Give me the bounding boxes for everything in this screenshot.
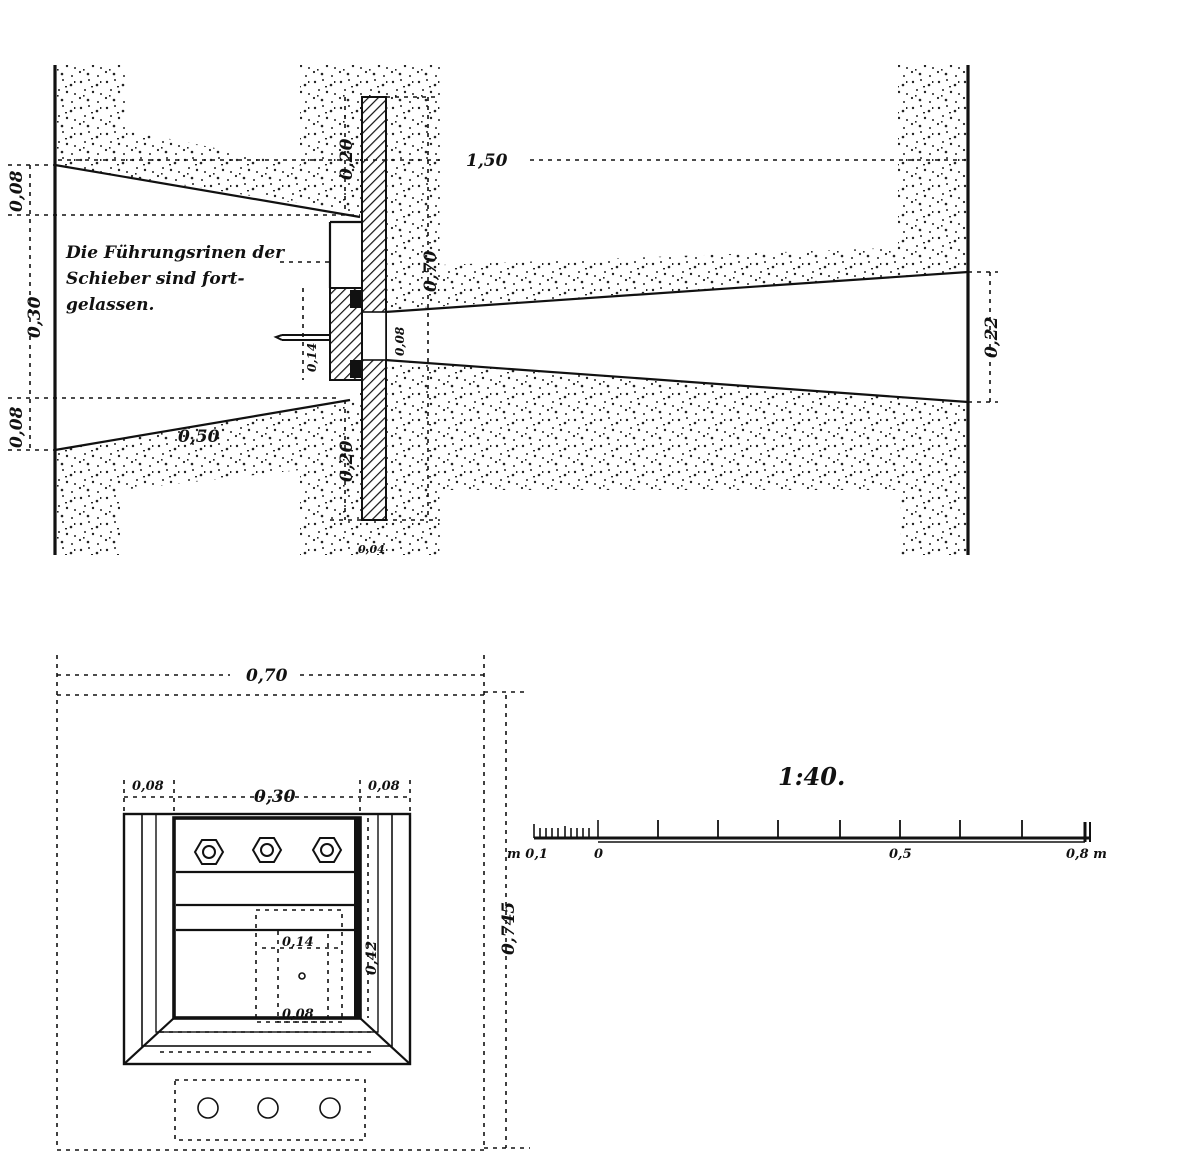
bottom-bolt-icon [197, 1097, 219, 1119]
handle-pin [273, 334, 330, 341]
elevation-view: 1,50 0,08 0,30 0,08 0,50 0,20 0,70 0,20 … [7, 65, 1002, 556]
dim-total-length: 1,50 [466, 151, 508, 171]
lower-taper-line [54, 398, 351, 452]
bevel-br [359, 1017, 411, 1065]
bottom-bolt-icon [257, 1097, 279, 1119]
inner-thick-right [354, 818, 360, 1018]
dim-slot: 0,08 [393, 326, 407, 356]
dim-block-height: 0,14 [305, 343, 319, 372]
dim-upper-plate: 0,20 [337, 138, 357, 180]
gate-slot [361, 311, 387, 361]
bolt-row [193, 837, 343, 865]
scale-bar: 1:40. m 0,1 0 0,5 [507, 762, 1107, 862]
hex-bolt-icon [251, 837, 283, 863]
bottom-bolt-icon [319, 1097, 341, 1119]
concrete-left-upper [55, 65, 968, 310]
scale-major-ticks [657, 820, 1023, 838]
scale-label-left: m 0,1 [507, 847, 548, 862]
dim-left-frame: 0,08 [132, 779, 164, 794]
guide-upper-cap [350, 290, 362, 308]
bolt-ring [320, 843, 334, 857]
bevel-bl [123, 1017, 175, 1065]
gate-plate [361, 96, 387, 521]
block-inner [277, 929, 329, 1023]
right-upper-taper [384, 270, 969, 314]
dim-opening-height: 0,30 [25, 296, 45, 338]
dim-bottom-offset: 0,08 [7, 406, 27, 448]
dim-block-width: 0,14 [282, 935, 314, 950]
concrete-left-lower [55, 360, 968, 555]
pin-hole-icon [298, 972, 306, 980]
scale-minor-ticks [533, 820, 599, 838]
dim-block-depth: 0,08 [282, 1007, 314, 1022]
dim-right-frame: 0,08 [368, 779, 400, 794]
dim-plate-thickness: 0,04 [358, 543, 385, 556]
dim-lower-plate: 0,20 [337, 440, 357, 482]
hex-bolt-icon [311, 837, 343, 863]
scale-label-end: 0,8 m [1066, 847, 1107, 862]
dim-overall-height: 0,745 [499, 902, 519, 955]
note-line-2: Schieber sind fort- [66, 269, 245, 289]
note-line-3: gelassen. [66, 295, 154, 315]
scale-title: 1:40. [778, 762, 845, 791]
dim-top-offset: 0,08 [7, 170, 27, 212]
upper-taper-line [54, 163, 361, 219]
scale-label-zero: 0 [594, 847, 603, 862]
hex-bolt-icon [193, 839, 225, 865]
note-line-1: Die Führungsrinen der [65, 243, 285, 263]
concrete-right-upper [898, 65, 968, 248]
bottom-bolt-box [174, 1079, 366, 1141]
plan-view: 0,70 0,745 0,08 0,30 0,08 [56, 655, 530, 1151]
dim-right-outlet: 0,22 [982, 316, 1002, 358]
bolt-ring [202, 845, 216, 859]
bolt-ring [260, 843, 274, 857]
dim-bottom-length: 0,50 [178, 427, 220, 447]
dim-inner-height: 0,42 [364, 941, 380, 975]
right-lower-taper [384, 358, 969, 404]
note: Die Führungsrinen der Schieber sind fort… [65, 243, 285, 315]
dim-inner-width: 0,30 [254, 787, 296, 807]
scale-label-mid: 0,5 [889, 847, 912, 862]
dim-plate-height: 0,70 [421, 250, 441, 292]
dim-outer-width: 0,70 [246, 666, 288, 686]
guide-lower-cap [350, 360, 362, 378]
frame-mid-2 [155, 813, 379, 1033]
